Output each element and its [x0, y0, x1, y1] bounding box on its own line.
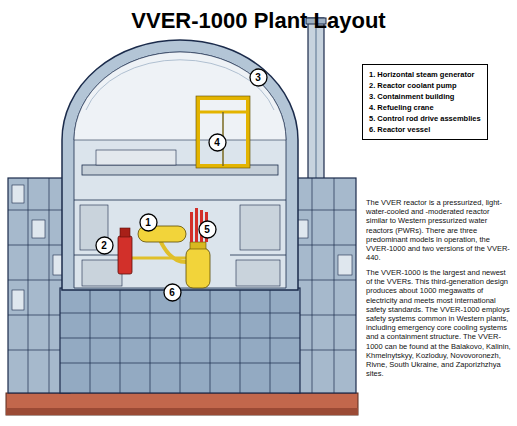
- ground: [6, 393, 358, 415]
- equipment: [12, 290, 24, 310]
- callout-ring: [96, 237, 113, 254]
- callout-number: 3: [255, 72, 261, 83]
- equipment: [32, 220, 45, 238]
- interior-room: [236, 260, 280, 286]
- callout-number: 1: [145, 217, 151, 228]
- floor-equipment: [96, 150, 176, 165]
- callout-ring: [164, 284, 181, 301]
- callout-circle: 3: [249, 68, 268, 87]
- key-item: 2. Reactor coolant pump: [369, 80, 481, 91]
- key-item: 1. Horizontal steam generator: [369, 69, 481, 80]
- callout-ring: [209, 134, 226, 151]
- equipment: [12, 185, 24, 203]
- room-grid: [60, 288, 300, 393]
- callout-ring: [140, 214, 157, 231]
- dome-rib: [86, 60, 274, 110]
- ground-slab: [6, 393, 358, 415]
- interior-room: [82, 260, 122, 286]
- containment-interior: [74, 52, 286, 288]
- callout-number: 6: [169, 287, 175, 298]
- basement-block: [60, 288, 300, 393]
- equipment: [338, 255, 352, 275]
- reactor-vessel: [186, 248, 210, 288]
- callout-ring: [250, 69, 267, 86]
- dome-space: [74, 52, 286, 140]
- callout-ring: [199, 221, 216, 238]
- ground-shade: [6, 408, 358, 415]
- key-item: 5. Control rod drive assemblies: [369, 113, 481, 124]
- containment: [62, 40, 298, 290]
- coolant-pump: [118, 236, 132, 274]
- key-item: 6. Reactor vessel: [369, 124, 481, 135]
- interior-room: [240, 205, 280, 250]
- control-rod-drive: [195, 208, 198, 242]
- coolant-pipe: [132, 257, 186, 260]
- key-box: 1. Horizontal steam generator2. Reactor …: [362, 64, 488, 140]
- callout-circle: 1: [139, 213, 158, 232]
- interior-room: [80, 205, 108, 250]
- callout-number: 2: [101, 240, 107, 251]
- callout-number: 4: [214, 137, 220, 148]
- refueling-crane: [196, 96, 250, 168]
- callout-circle: 2: [95, 236, 114, 255]
- callout-circle: 5: [198, 220, 217, 239]
- crane-frame: [198, 98, 248, 166]
- primary-loop: [118, 208, 210, 288]
- key-item: 4. Refueling crane: [369, 102, 481, 113]
- description-paragraph: The VVER-1000 is the largest and newest …: [366, 268, 512, 378]
- vessel-head: [190, 242, 206, 249]
- callout-circle: 4: [208, 133, 227, 152]
- callout-circle: 6: [163, 283, 182, 302]
- callout-number: 5: [204, 224, 210, 235]
- crane-outline: [196, 96, 250, 168]
- pump-motor: [120, 228, 130, 237]
- key-item: 3. Containment building: [369, 91, 481, 102]
- floor-lines: [74, 200, 286, 255]
- basement: [60, 288, 300, 393]
- containment-shell: [62, 40, 298, 290]
- title: VVER-1000 Plant Layout: [0, 8, 517, 34]
- description-paragraph: The VVER reactor is a pressurized, light…: [366, 198, 512, 262]
- control-rod-drive: [190, 212, 193, 242]
